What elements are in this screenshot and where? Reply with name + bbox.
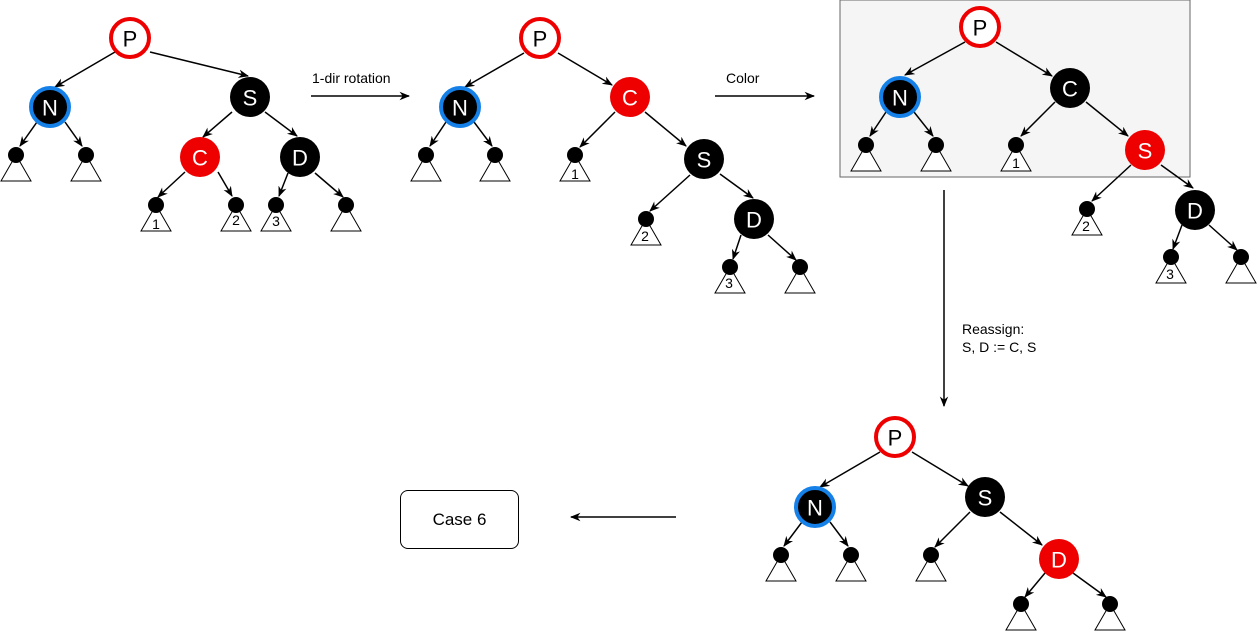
tree-recolored: P N C S D 1 — [850, 6, 1257, 284]
node-p: P — [109, 17, 151, 59]
node-d-label: D — [292, 146, 308, 171]
leaf — [330, 197, 362, 232]
subtree-1-label: 1 — [571, 166, 579, 182]
node-p: P — [519, 17, 561, 59]
subtree-3: 3 — [714, 259, 746, 294]
node-s: S — [1125, 130, 1165, 170]
subtree-2: 2 — [630, 211, 662, 246]
node-n: N — [794, 486, 836, 528]
subtree-1-label: 1 — [152, 216, 160, 232]
node-s-label: S — [697, 148, 712, 173]
leaf — [1094, 596, 1126, 631]
node-p-label: P — [888, 426, 903, 451]
node-n: N — [29, 86, 71, 128]
leaf — [1225, 249, 1257, 284]
subtree-2: 2 — [1071, 201, 1103, 236]
node-d-label: D — [1187, 199, 1203, 224]
subtree-3: 3 — [260, 197, 292, 232]
node-p-label: P — [123, 27, 138, 52]
node-s: S — [230, 77, 270, 117]
leaf — [410, 147, 442, 182]
subtree-1-label: 1 — [1012, 155, 1020, 171]
node-d: D — [1175, 190, 1215, 230]
tree-rotated: P N C S D 1 — [410, 17, 816, 294]
node-d: D — [1039, 539, 1079, 579]
leaf — [765, 547, 797, 582]
node-p-label: P — [533, 27, 548, 52]
tree-reassigned: P N S D — [765, 416, 1126, 631]
node-n-label: N — [452, 96, 468, 121]
node-c: C — [1050, 68, 1090, 108]
case-6-label: Case 6 — [432, 509, 487, 529]
node-d-label: D — [746, 208, 762, 233]
node-n: N — [879, 76, 921, 118]
leaf — [784, 259, 816, 294]
rotation-label: 1-dir rotation — [312, 70, 391, 86]
node-c-label: C — [192, 146, 208, 171]
node-n-label: N — [42, 96, 58, 121]
node-n-label: N — [892, 86, 908, 111]
subtree-2-label: 2 — [1082, 218, 1090, 234]
node-s-label: S — [243, 86, 258, 111]
reassign-label-line2: S, D := C, S — [962, 339, 1036, 355]
reassign-label-line1: Reassign: — [962, 321, 1024, 337]
subtree-2: 2 — [220, 197, 252, 232]
leaf — [850, 137, 882, 172]
case-6-box: Case 6 — [400, 490, 519, 549]
subtree-3-label: 3 — [272, 213, 280, 229]
tree-initial: P N S C D 1 — [0, 17, 362, 232]
leaf — [479, 147, 511, 182]
leaf — [1005, 596, 1037, 631]
subtree-3: 3 — [1155, 249, 1187, 284]
subtree-3-label: 3 — [725, 275, 733, 291]
subtree-1: 1 — [140, 197, 172, 232]
node-c-label: C — [1062, 77, 1078, 102]
node-c: C — [610, 77, 650, 117]
node-d: D — [280, 137, 320, 177]
node-c-label: C — [622, 86, 638, 111]
color-label: Color — [726, 70, 760, 86]
leaf — [835, 547, 867, 582]
node-n: N — [439, 86, 481, 128]
subtree-2-label: 2 — [641, 228, 649, 244]
leaf — [70, 147, 102, 182]
leaf — [920, 137, 952, 172]
node-p-label: P — [973, 16, 988, 41]
node-d: D — [734, 199, 774, 239]
subtree-1: 1 — [559, 147, 591, 182]
leaf — [0, 147, 32, 182]
node-c: C — [180, 137, 220, 177]
node-p: P — [959, 6, 1001, 48]
node-n-label: N — [807, 496, 823, 521]
node-p: P — [874, 416, 916, 458]
node-s-label: S — [1138, 139, 1153, 164]
node-s-label: S — [978, 486, 993, 511]
subtree-3-label: 3 — [1166, 266, 1174, 282]
node-d-label: D — [1051, 548, 1067, 573]
leaf — [915, 547, 947, 582]
node-s: S — [965, 477, 1005, 517]
subtree-1: 1 — [1000, 137, 1032, 172]
node-s: S — [684, 139, 724, 179]
subtree-2-label: 2 — [232, 212, 240, 228]
